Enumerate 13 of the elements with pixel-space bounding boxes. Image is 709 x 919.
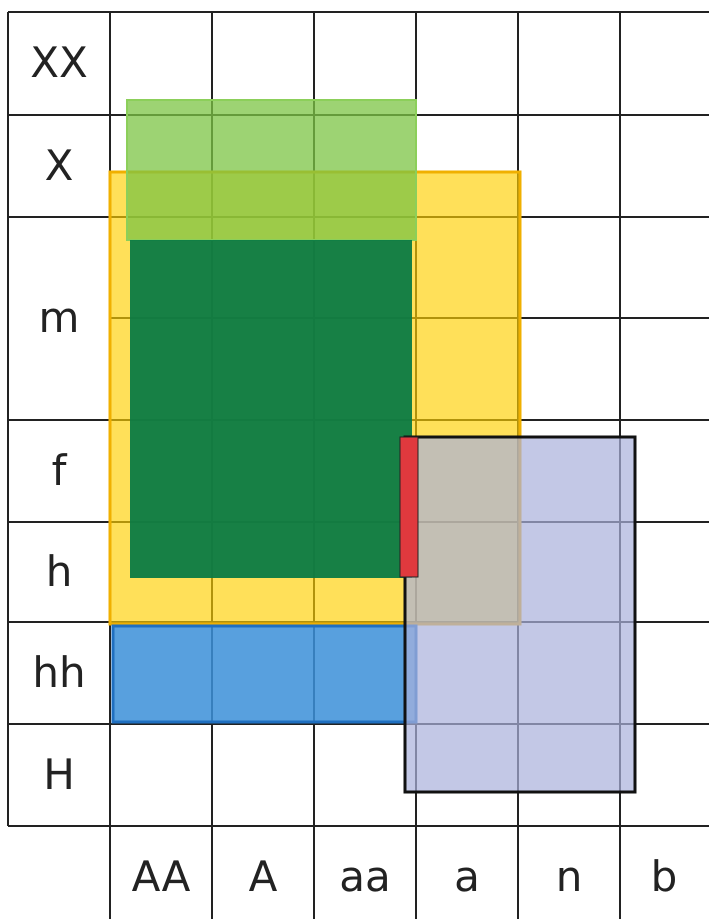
column-label: aa	[339, 856, 391, 898]
row-label: H	[43, 754, 75, 796]
row-label: m	[38, 297, 80, 339]
column-label: a	[454, 856, 480, 898]
row-label: h	[46, 551, 72, 593]
row-label: f	[52, 450, 66, 492]
row-label: X	[44, 145, 74, 187]
column-label: b	[650, 856, 678, 898]
row-label: XX	[30, 42, 88, 84]
row-label: hh	[32, 652, 86, 694]
column-label: A	[248, 856, 278, 898]
column-label: AA	[132, 856, 190, 898]
column-label: n	[556, 856, 582, 898]
